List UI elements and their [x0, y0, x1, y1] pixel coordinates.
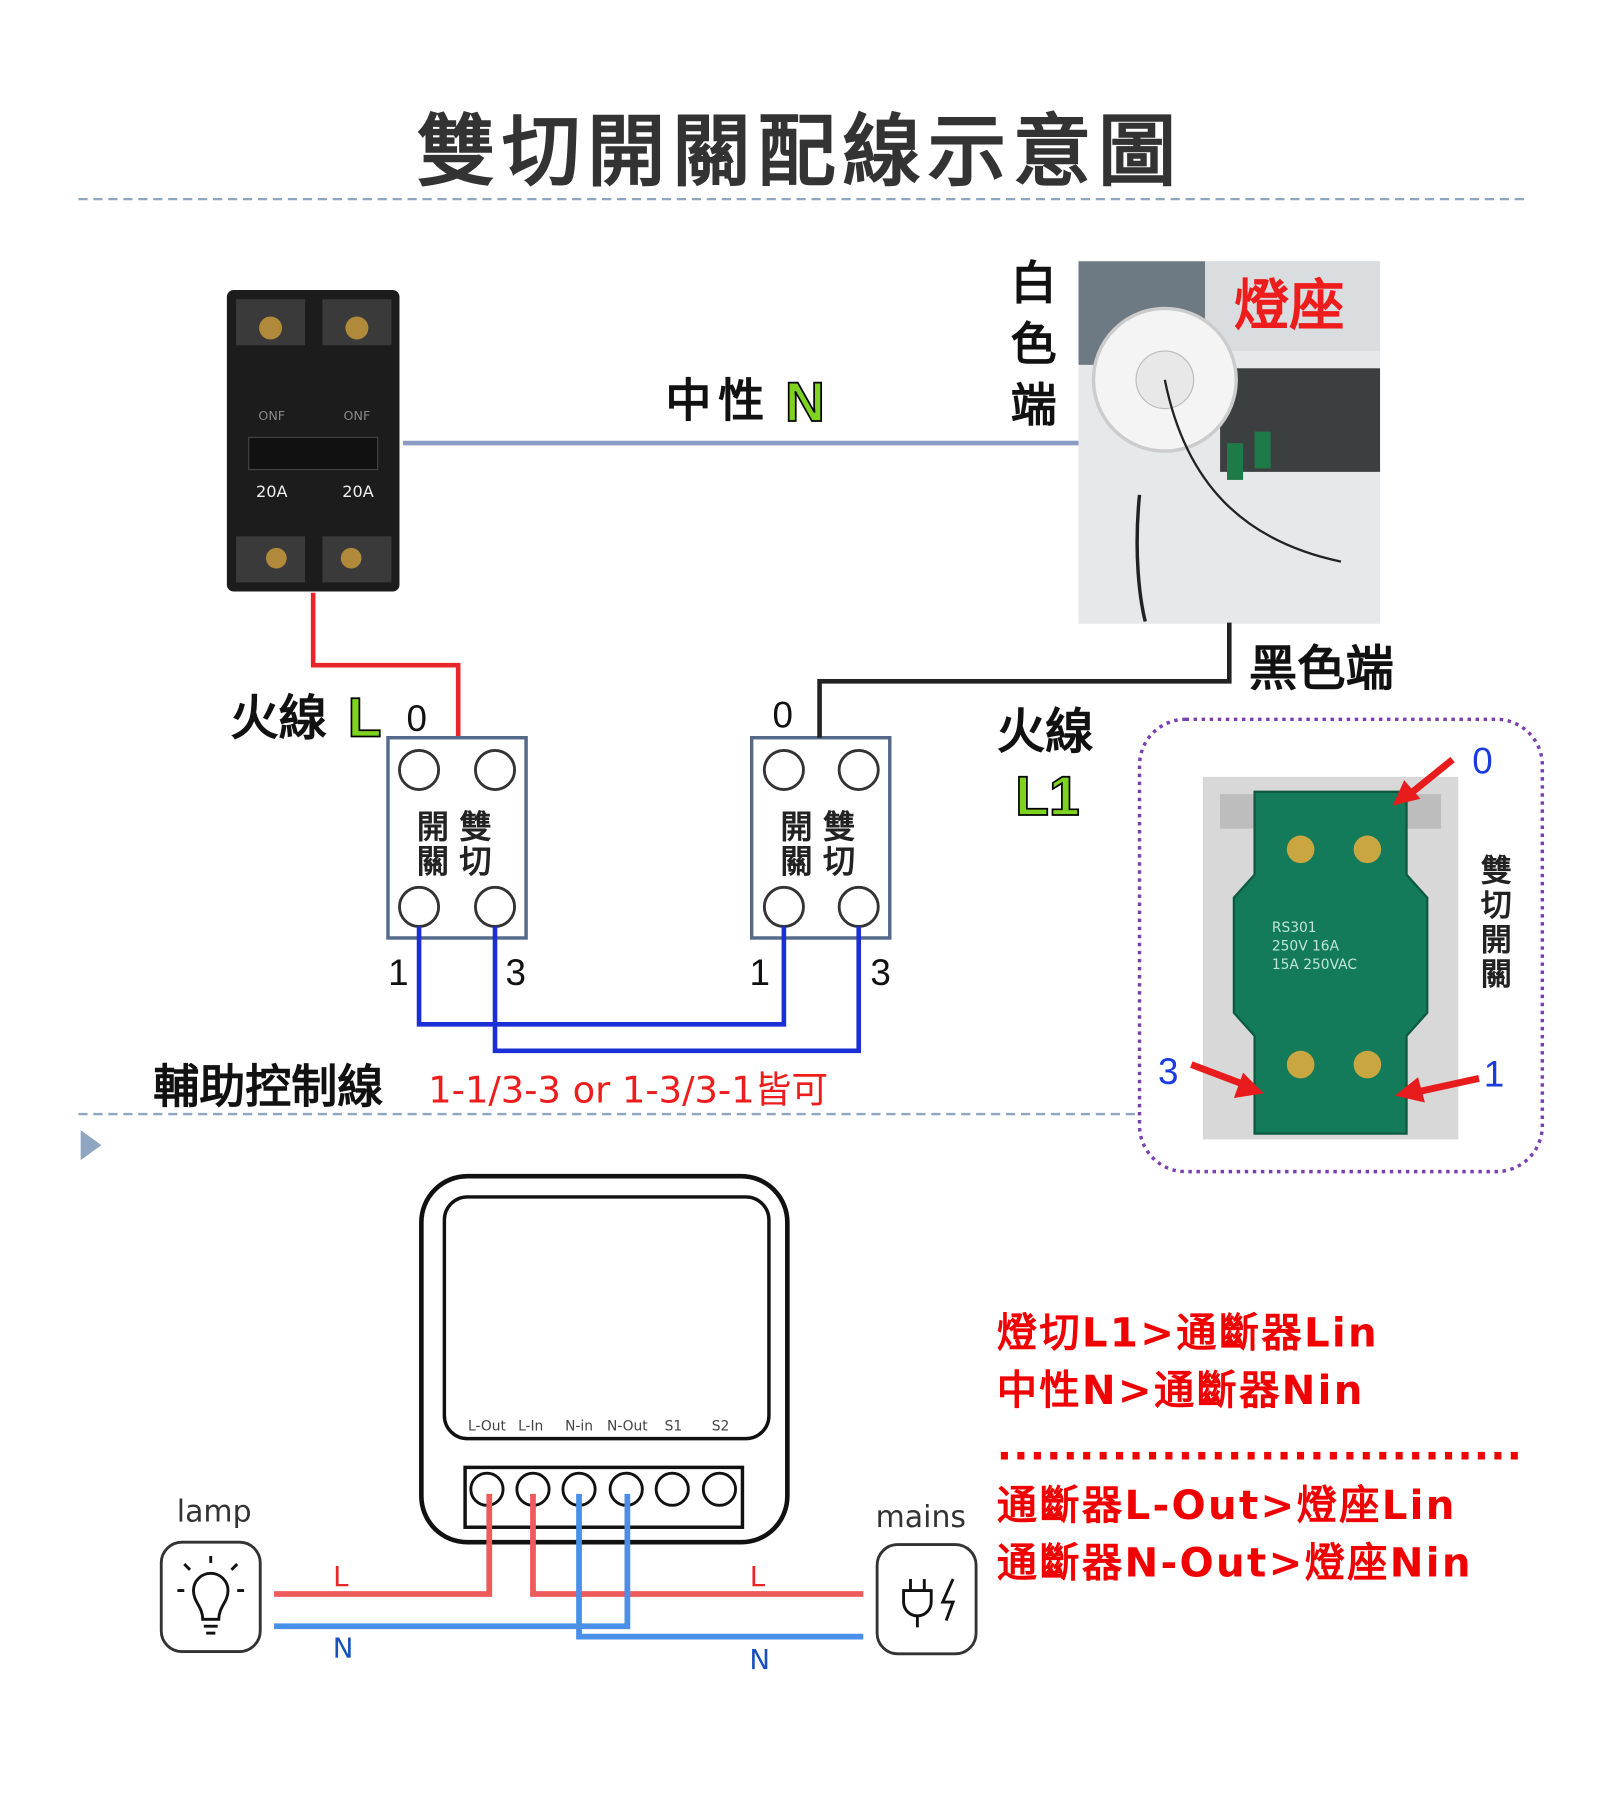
- instruction-separator: ................................: [997, 1423, 1523, 1469]
- wire-label-n: N: [749, 1643, 770, 1676]
- aux-wire-1-1: [416, 926, 787, 1027]
- instruction-line: 燈切L1>通斷器Lin: [997, 1311, 1379, 1357]
- light-bulb-icon: [177, 1556, 245, 1635]
- switch2-pin-1: 1: [749, 952, 769, 993]
- switch-print: 250V 16A: [1272, 939, 1340, 955]
- switch-side-label: 雙: [1481, 854, 1512, 890]
- switch1-pin-1: 1: [388, 952, 408, 993]
- terminal-label: S2: [712, 1419, 730, 1435]
- aux-wire-3-3: [492, 926, 861, 1054]
- mains-label: mains: [876, 1500, 966, 1535]
- switch-1: 0 開 關 雙 切 1 3: [386, 698, 528, 993]
- breaker-rating-left: 20A: [256, 482, 288, 501]
- switch2-text: 切: [823, 842, 855, 880]
- switch1-text: 切: [459, 842, 491, 880]
- wire-label-l: L: [750, 1560, 766, 1593]
- switch-photo-pin-0: 0: [1472, 740, 1492, 781]
- l-out-wire: [274, 1493, 493, 1597]
- switch-side-label: 關: [1481, 957, 1512, 993]
- switched-live-wire: [817, 622, 1232, 738]
- black-end-label: 黑色端: [1249, 641, 1394, 697]
- circuit-breaker: ONF ONF 20A 20A: [226, 290, 400, 592]
- instruction-line: 通斷器L-Out>燈座Lin: [997, 1483, 1457, 1529]
- breaker-rating-right: 20A: [342, 482, 374, 501]
- switch2-pin-0: 0: [772, 694, 792, 735]
- live-label: 火線: [230, 690, 327, 746]
- switch-photo-pin-1: 1: [1484, 1053, 1504, 1094]
- n-in-wire: [576, 1493, 864, 1640]
- terminal-label: N-Out: [607, 1419, 648, 1435]
- switch-print: RS301: [1272, 920, 1317, 936]
- aux-label: 輔助控制線: [153, 1060, 383, 1114]
- switch1-text: 雙: [459, 808, 491, 846]
- breaker-brand-right: ONF: [344, 408, 371, 423]
- switch1-pin-3: 3: [505, 952, 525, 993]
- white-end-char: 色: [1011, 317, 1057, 371]
- page-title: 雙切開關配線示意圖: [417, 106, 1183, 197]
- l1-letter: L1: [1015, 765, 1079, 827]
- red-arrow-icon: [1190, 756, 1480, 1103]
- lamp-box: [159, 1540, 262, 1653]
- wire-label-l: L: [333, 1560, 349, 1593]
- mains-box: [875, 1543, 978, 1656]
- n-out-wire: [274, 1493, 631, 1630]
- breaker-brand-left: ONF: [258, 408, 285, 423]
- white-end-char: 白: [1011, 256, 1057, 310]
- switch2-text: 開: [780, 808, 812, 846]
- switch-photo-callout: RS301 250V 16A 15A 250VAC 0 3 1 雙 切 開 關: [1137, 717, 1545, 1174]
- bullet-triangle-icon: [80, 1130, 102, 1161]
- white-end-label: 白 色 端: [1011, 256, 1057, 432]
- terminal-label: S1: [665, 1419, 683, 1435]
- white-end-char: 端: [1011, 378, 1057, 432]
- terminal-label: L-In: [518, 1419, 543, 1435]
- switch2-text: 雙: [823, 808, 855, 846]
- l1-label: 火線: [997, 704, 1094, 760]
- terminal-label: N-in: [565, 1419, 593, 1435]
- power-plug-icon: [902, 1578, 956, 1628]
- aux-note: 1-1/3-3 or 1-3/3-1皆可: [428, 1069, 828, 1112]
- switch-2: 0 開 關 雙 切 1 3: [749, 694, 892, 993]
- lamp-label: lamp: [177, 1494, 252, 1529]
- wire-label-n: N: [333, 1631, 354, 1664]
- l-in-wire: [530, 1493, 864, 1597]
- lamp-holder-label: 燈座: [1234, 275, 1344, 339]
- switch1-text: 關: [417, 842, 449, 880]
- switch1-text: 開: [417, 808, 449, 846]
- instruction-line: 通斷器N-Out>燈座Nin: [997, 1541, 1473, 1587]
- smart-switch-module: L-Out L-In N-in N-Out S1 S2: [419, 1173, 790, 1545]
- lamp-holder-photo: 燈座: [1078, 261, 1381, 624]
- live-wire: [310, 592, 461, 738]
- neutral-label: 中性: [665, 374, 771, 428]
- switch2-pin-3: 3: [870, 952, 890, 993]
- live-letter: L: [348, 687, 382, 749]
- switch-side-label: 開: [1481, 923, 1512, 959]
- instruction-line: 中性N>通斷器Nin: [997, 1368, 1365, 1414]
- switch1-pin-0: 0: [407, 698, 427, 739]
- neutral-letter: N: [785, 371, 825, 433]
- terminal-label: L-Out: [468, 1419, 506, 1435]
- switch-photo-pin-3: 3: [1158, 1051, 1178, 1092]
- instructions: 燈切L1>通斷器Lin 中性N>通斷器Nin .................…: [997, 1311, 1523, 1587]
- switch-print: 15A 250VAC: [1272, 957, 1357, 973]
- switch-side-label: 切: [1481, 888, 1512, 924]
- switch2-text: 關: [780, 842, 812, 880]
